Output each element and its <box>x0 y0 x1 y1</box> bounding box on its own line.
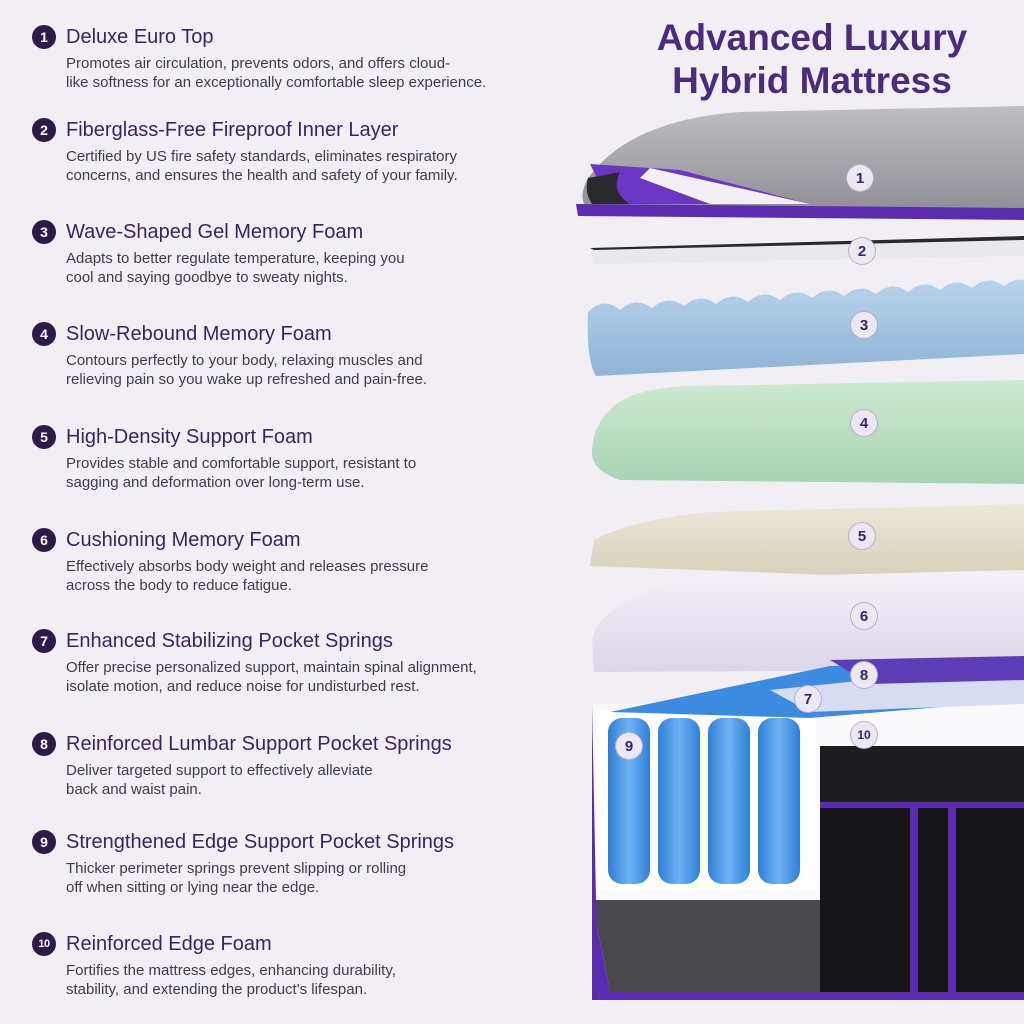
title-line-1: Advanced Luxury <box>656 17 968 58</box>
layer-marker-2: 2 <box>849 238 875 264</box>
layer-gel-memory-foam <box>587 279 1024 376</box>
layer-marker-3: 3 <box>851 312 877 338</box>
layer-marker-10: 10 <box>851 722 877 748</box>
mattress-exploded-view <box>576 106 1024 1000</box>
feature-title: Cushioning Memory Foam <box>66 529 301 551</box>
number-badge: 8 <box>32 732 56 756</box>
feature-title: Wave-Shaped Gel Memory Foam <box>66 221 364 243</box>
feature-description: Deliver targeted support to effectively … <box>66 762 373 798</box>
feature-title: Strengthened Edge Support Pocket Springs <box>66 831 455 853</box>
feature-title: Enhanced Stabilizing Pocket Springs <box>66 630 393 652</box>
feature-title: Reinforced Lumbar Support Pocket Springs <box>66 733 452 755</box>
feature-item-10: 10 Reinforced Edge Foam Fortifies the mat… <box>32 931 587 999</box>
feature-title: Slow-Rebound Memory Foam <box>66 323 332 345</box>
feature-item-2: 2 Fiberglass-Free Fireproof Inner Layer C… <box>32 117 587 185</box>
feature-title: Reinforced Edge Foam <box>66 933 272 955</box>
title-line-2: Hybrid Mattress <box>672 60 952 101</box>
edge-springs <box>608 718 800 884</box>
layer-cushion-foam <box>592 570 1024 672</box>
feature-description: Adapts to better regulate temperature, k… <box>66 250 405 286</box>
layer-euro-top <box>576 106 1024 220</box>
layer-marker-9: 9 <box>616 733 642 759</box>
feature-description: Provides stable and comfortable support,… <box>66 455 417 491</box>
layer-marker-6: 6 <box>851 603 877 629</box>
layer-marker-7: 7 <box>795 686 821 712</box>
number-badge: 7 <box>32 629 56 653</box>
feature-description: Effectively absorbs body weight and rele… <box>66 558 429 594</box>
layer-marker-4: 4 <box>851 410 877 436</box>
layer-fireproof <box>590 236 1024 264</box>
number-badge: 1 <box>32 25 56 49</box>
feature-item-5: 5 High-Density Support Foam Provides stab… <box>32 424 587 492</box>
feature-item-8: 8 Reinforced Lumbar Support Pocket Spring… <box>32 731 587 799</box>
number-badge: 3 <box>32 220 56 244</box>
feature-item-9: 9 Strengthened Edge Support Pocket Spring… <box>32 829 587 897</box>
feature-list: 1 Deluxe Euro Top Promotes air circulatio… <box>32 24 587 999</box>
number-badge: 5 <box>32 425 56 449</box>
feature-item-4: 4 Slow-Rebound Memory Foam Contours perfe… <box>32 321 587 389</box>
feature-description: Fortifies the mattress edges, enhancing … <box>66 962 396 998</box>
feature-description: Certified by US fire safety standards, e… <box>66 148 458 184</box>
layer-marker-1: 1 <box>847 165 873 191</box>
feature-title: Deluxe Euro Top <box>66 26 214 48</box>
page-title: Advanced Luxury Hybrid Mattress <box>600 16 1024 102</box>
spring-unit <box>592 656 1024 1000</box>
feature-title: Fiberglass-Free Fireproof Inner Layer <box>66 119 399 141</box>
feature-description: Promotes air circulation, prevents odors… <box>66 55 487 91</box>
layer-support-foam <box>590 504 1024 582</box>
feature-description: Contours perfectly to your body, relaxin… <box>66 352 428 388</box>
number-badge: 4 <box>32 322 56 346</box>
layer-marker-5: 5 <box>849 523 875 549</box>
number-badge: 6 <box>32 528 56 552</box>
feature-item-1: 1 Deluxe Euro Top Promotes air circulatio… <box>32 24 587 92</box>
layer-slow-rebound-foam <box>591 380 1024 484</box>
mattress-layers-illustration: 1 2 3 4 5 6 7 8 9 10 <box>570 100 1024 1024</box>
number-badge: 9 <box>32 830 56 854</box>
feature-item-7: 7 Enhanced Stabilizing Pocket Springs Off… <box>32 628 587 696</box>
number-badge: 2 <box>32 118 56 142</box>
number-badge: 10 <box>32 932 56 956</box>
feature-description: Offer precise personalized support, main… <box>66 659 477 695</box>
layer-marker-8: 8 <box>851 662 877 688</box>
feature-title: High-Density Support Foam <box>66 426 313 448</box>
feature-item-3: 3 Wave-Shaped Gel Memory Foam Adapts to b… <box>32 219 587 287</box>
feature-description: Thicker perimeter springs prevent slippi… <box>66 860 407 896</box>
feature-item-6: 6 Cushioning Memory Foam Effectively abso… <box>32 527 587 595</box>
